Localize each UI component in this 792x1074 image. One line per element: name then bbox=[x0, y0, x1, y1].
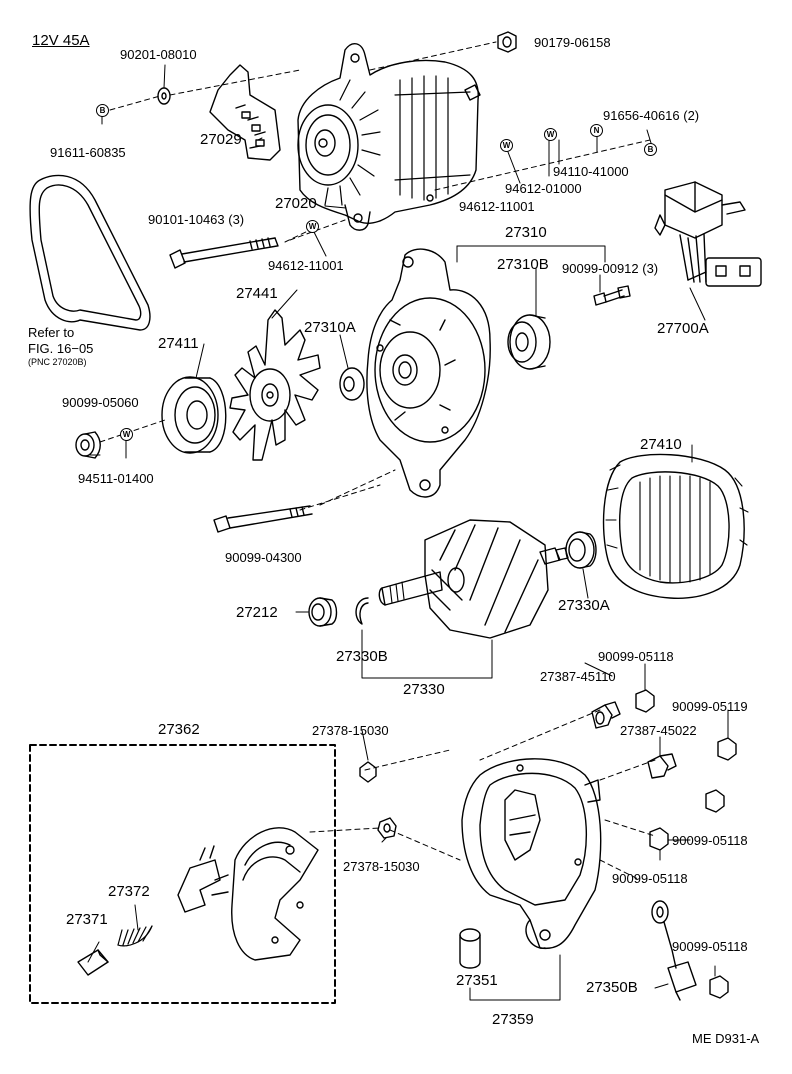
label-90099-05118-a: 90099-05118 bbox=[598, 649, 674, 664]
nut-90099-05118-a bbox=[635, 689, 655, 713]
bushing-27351 bbox=[459, 928, 481, 969]
label-90201-08010: 90201-08010 bbox=[120, 47, 197, 62]
terminal-27387-45022 bbox=[647, 753, 677, 779]
label-27359: 27359 bbox=[492, 1011, 534, 1028]
label-27330A: 27330A bbox=[558, 597, 610, 614]
label-27410: 27410 bbox=[640, 436, 682, 453]
insulator-27378-15030-a bbox=[359, 761, 377, 783]
label-27029: 27029 bbox=[200, 131, 242, 148]
label-leader-lines bbox=[87, 64, 729, 977]
label-27310A: 27310A bbox=[304, 319, 356, 336]
label-91611-60835: 91611-60835 bbox=[50, 145, 126, 160]
bearing-27330A bbox=[565, 531, 597, 569]
rotor-27330 bbox=[378, 519, 569, 639]
label-90099-05060: 90099-05060 bbox=[62, 395, 139, 410]
label-27330B: 27330B bbox=[336, 648, 388, 665]
insulator-27378-15030-b bbox=[377, 817, 397, 839]
label-90099-00912: 90099-00912 (3) bbox=[562, 261, 659, 276]
nut-90099-05119 bbox=[717, 737, 737, 761]
label-27330: 27330 bbox=[403, 681, 445, 698]
symbol-w-washer-4: W bbox=[120, 428, 133, 441]
symbol-w-washer-1: W bbox=[500, 139, 513, 152]
label-90099-04300: 90099-04300 bbox=[225, 550, 302, 565]
nut-90099-05118-d bbox=[709, 975, 729, 999]
nut-90099-05060 bbox=[75, 431, 101, 459]
symbol-b-bolt: B bbox=[96, 104, 109, 117]
label-27362: 27362 bbox=[158, 721, 200, 738]
symbol-n-nut: N bbox=[590, 124, 603, 137]
refer-text-line3: (PNC 27020B) bbox=[28, 357, 87, 367]
symbol-w-washer-3: W bbox=[306, 220, 319, 233]
label-27351: 27351 bbox=[456, 972, 498, 989]
label-94612-01000: 94612-01000 bbox=[505, 181, 582, 196]
label-94511-01400: 94511-01400 bbox=[78, 471, 154, 486]
label-27372: 27372 bbox=[108, 883, 150, 900]
label-90099-05118-b: 90099-05118 bbox=[672, 833, 748, 848]
label-27350B: 27350B bbox=[586, 979, 638, 996]
rear-end-frame-27359 bbox=[461, 758, 602, 950]
label-27310B: 27310B bbox=[497, 256, 549, 273]
drive-end-frame-27310 bbox=[366, 248, 491, 498]
capacitor-27350B bbox=[651, 900, 697, 1001]
label-94612-11001-mid: 94612-11001 bbox=[268, 258, 344, 273]
label-27700A: 27700A bbox=[657, 320, 709, 337]
nut-90099-05118-b bbox=[705, 789, 725, 813]
snap-ring-27330B bbox=[355, 597, 369, 625]
label-27378-15030-b: 27378-15030 bbox=[343, 859, 420, 874]
label-90099-05118-c: 90099-05118 bbox=[612, 871, 688, 886]
screw-90099-00912 bbox=[593, 285, 631, 306]
nut-90099-05118-c bbox=[649, 827, 669, 851]
lower-leaders bbox=[469, 954, 669, 1001]
refer-text-line2: FIG. 16−05 bbox=[28, 341, 94, 356]
terminal-27387-45110 bbox=[591, 701, 621, 729]
bolt-90101-10463 bbox=[169, 237, 279, 269]
symbol-b-bolt-2: B bbox=[644, 143, 657, 156]
pulley-27411 bbox=[161, 376, 227, 454]
refer-text-line1: Refer to bbox=[28, 325, 75, 340]
leader-dashes-mid bbox=[99, 229, 396, 511]
label-90179-06158: 90179-06158 bbox=[534, 35, 611, 50]
voltage-spec: 12V 45A bbox=[32, 32, 90, 49]
bolt-90099-04300 bbox=[213, 505, 313, 533]
label-94612-11001-top: 94612-11001 bbox=[459, 199, 535, 214]
spring-27372 bbox=[117, 925, 153, 947]
washer-90201-08010 bbox=[157, 87, 171, 105]
cover-27212 bbox=[308, 597, 338, 627]
rotor-leaders bbox=[295, 611, 493, 679]
label-91656-40616: 91656-40616 (2) bbox=[603, 108, 700, 123]
alternator-assembly bbox=[297, 43, 481, 231]
label-27441: 27441 bbox=[236, 285, 278, 302]
bracket-27029 bbox=[209, 64, 281, 161]
label-27310: 27310 bbox=[505, 224, 547, 241]
label-27378-15030-a: 27378-15030 bbox=[312, 723, 389, 738]
label-27387-45022: 27387-45022 bbox=[620, 723, 697, 738]
fan-27441 bbox=[229, 309, 321, 461]
symbol-w-washer-2: W bbox=[544, 128, 557, 141]
regulator-27700A bbox=[654, 181, 762, 287]
label-90099-05118-d: 90099-05118 bbox=[672, 939, 748, 954]
nut-90179-06158 bbox=[497, 31, 517, 53]
label-27212: 27212 bbox=[236, 604, 278, 621]
stator-27410 bbox=[602, 453, 749, 599]
brush-holder-box bbox=[29, 744, 336, 1004]
label-94110-41000: 94110-41000 bbox=[553, 164, 629, 179]
v-belt bbox=[29, 174, 151, 331]
spacer-27310A bbox=[339, 367, 365, 401]
bearing-27310B bbox=[507, 314, 551, 370]
brush-holder-27362 bbox=[177, 827, 319, 961]
diagram-code: ME D931-A bbox=[692, 1031, 760, 1046]
label-27371: 27371 bbox=[66, 911, 108, 928]
label-90101-10463: 90101-10463 (3) bbox=[148, 212, 245, 227]
label-90099-05119: 90099-05119 bbox=[672, 699, 748, 714]
brush-27371 bbox=[77, 949, 109, 976]
brush-dashes bbox=[309, 709, 656, 881]
leader-dashes-upper bbox=[109, 41, 651, 241]
label-27387-45110: 27387-45110 bbox=[540, 669, 616, 684]
label-27411: 27411 bbox=[158, 335, 199, 352]
label-27020: 27020 bbox=[275, 195, 317, 212]
